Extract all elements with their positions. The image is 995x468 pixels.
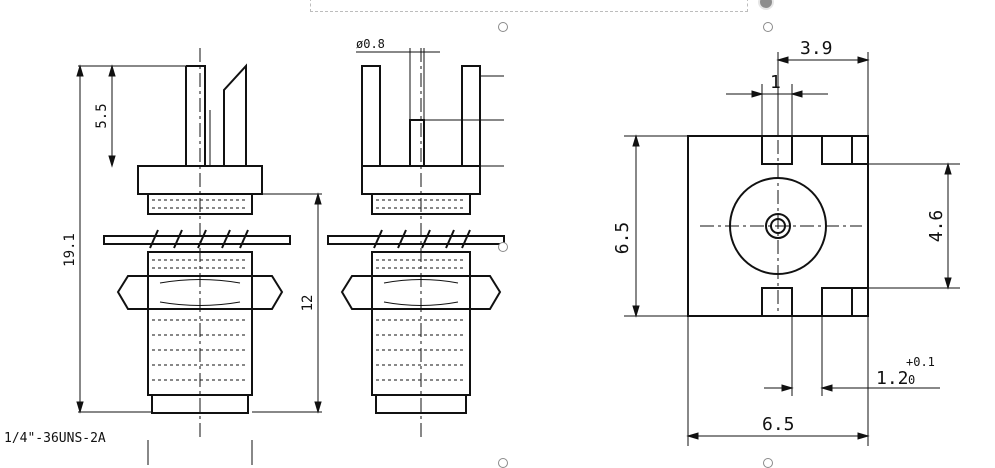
resize-handle-middle[interactable]: [498, 242, 508, 252]
dim-height-total: 19.1: [62, 233, 78, 267]
dim-pin-diameter: ø0.8: [356, 37, 385, 51]
dim-pin-height: 5.5: [94, 103, 110, 128]
side-view: [327, 48, 505, 440]
front-view: [76, 48, 322, 465]
resize-handle-bottom[interactable]: [498, 458, 508, 468]
dim-height-left: 6.5: [612, 222, 633, 255]
bottom-view: [624, 52, 960, 446]
dim-width-top: 3.9: [800, 38, 833, 59]
resize-handle-bottom-right[interactable]: [763, 458, 773, 468]
rotate-handle[interactable]: [758, 0, 774, 10]
resize-handle-top[interactable]: [498, 22, 508, 32]
selection-box[interactable]: [310, 0, 748, 12]
dim-width-bottom: 6.5: [762, 414, 795, 435]
dim-body-height: 12: [300, 295, 316, 312]
resize-handle-top-right[interactable]: [763, 22, 773, 32]
dim-slot-tol-plus: +0.1: [906, 355, 935, 369]
dim-slot-tol-minus: 0: [908, 373, 915, 387]
dim-gap-width: 1: [770, 72, 781, 93]
dim-height-right: 4.6: [926, 210, 947, 243]
thread-spec-label: 1/4"-36UNS-2A: [4, 431, 106, 446]
dim-slot-base: 1.2: [876, 368, 909, 389]
